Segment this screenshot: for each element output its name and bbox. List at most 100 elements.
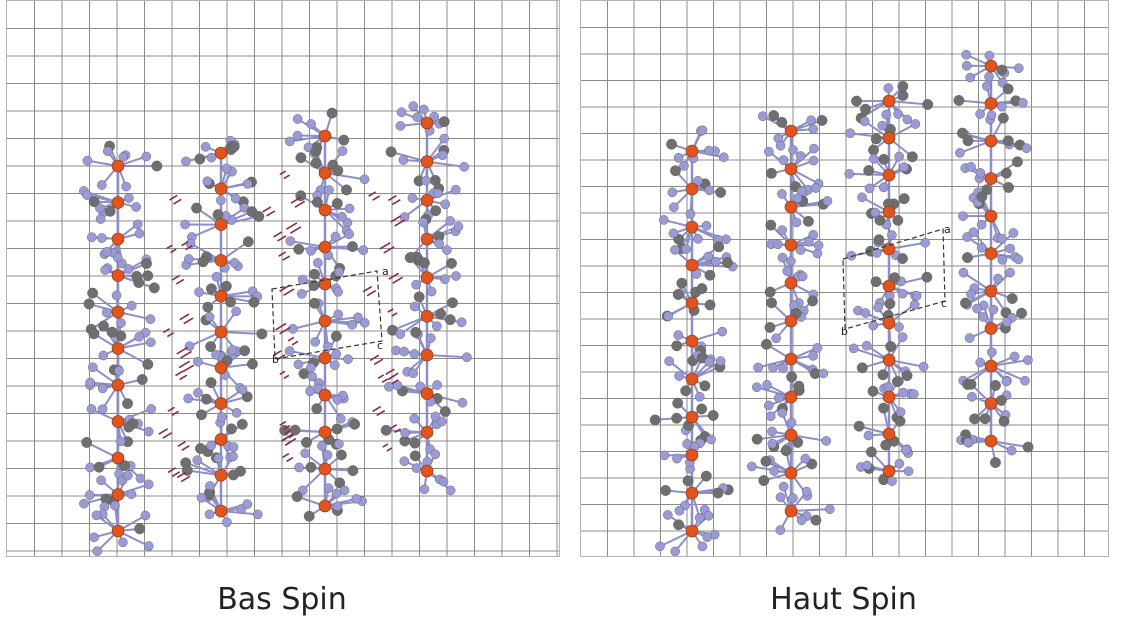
nitrogen-atom <box>323 483 334 493</box>
solvent-bond <box>377 374 385 379</box>
carbon-atom <box>998 415 1010 427</box>
nitrogen-atom <box>228 451 238 462</box>
carbon-atom <box>338 134 350 146</box>
nitrogen-atom <box>806 115 816 126</box>
iron-atom <box>111 451 125 465</box>
carbon-atom <box>242 236 254 248</box>
iron-atom <box>685 372 699 386</box>
nitrogen-atom <box>297 274 308 285</box>
nitrogen-atom <box>102 146 113 156</box>
nitrogen-atom <box>459 162 470 172</box>
iron-atom <box>420 155 434 168</box>
iron-atom <box>214 218 228 231</box>
nitrogen-atom <box>966 289 976 299</box>
nitrogen-atom <box>972 303 982 314</box>
nitrogen-atom <box>206 152 217 163</box>
nitrogen-atom <box>200 142 211 152</box>
carbon-atom <box>649 414 661 426</box>
nitrogen-atom <box>717 326 728 337</box>
nitrogen-atom <box>718 152 729 163</box>
nitrogen-atom <box>808 155 819 166</box>
solvent-bond <box>278 251 287 257</box>
carbon-atom <box>892 214 904 226</box>
solvent-bond <box>387 308 394 313</box>
nitrogen-atom <box>902 114 913 125</box>
solvent-bond <box>283 424 291 430</box>
iron-atom <box>784 352 798 366</box>
nitrogen-atom <box>391 345 401 356</box>
iron-atom <box>984 247 998 260</box>
nitrogen-atom <box>131 202 141 212</box>
carbon-atom <box>707 410 719 421</box>
nitrogen-atom <box>86 232 97 243</box>
nitrogen-atom <box>1005 267 1015 278</box>
nitrogen-atom <box>704 145 714 156</box>
carbon-atom <box>142 270 154 282</box>
nitrogen-atom <box>883 382 893 392</box>
carbon-atom <box>868 144 879 156</box>
carbon-atom <box>901 370 913 382</box>
carbon-atom <box>922 99 934 110</box>
nitrogen-atom <box>775 492 786 502</box>
bond <box>790 508 830 512</box>
solvent-bond <box>176 471 187 479</box>
nitrogen-atom <box>396 107 407 118</box>
carbon-atom <box>239 345 251 357</box>
nitrogen-atom <box>425 333 436 343</box>
carbon-atom <box>88 328 100 340</box>
carbon-atom <box>810 514 822 526</box>
iron-atom <box>984 97 998 110</box>
carbon-atom <box>301 436 312 448</box>
nitrogen-atom <box>791 217 802 228</box>
solvent-bond <box>390 424 398 430</box>
solvent-bond <box>162 432 173 439</box>
solvent-bond <box>390 215 402 223</box>
carbon-atom <box>136 374 148 385</box>
carbon-atom <box>768 110 780 122</box>
carbon-atom <box>891 376 903 387</box>
carbon-atom <box>205 377 217 388</box>
nitrogen-atom <box>968 227 979 237</box>
nitrogen-atom <box>795 245 806 255</box>
carbon-atom <box>335 449 347 461</box>
nitrogen-atom <box>782 266 793 276</box>
nitrogen-atom <box>398 155 409 165</box>
nitrogen-atom <box>674 371 684 381</box>
carbon-atom <box>671 412 683 424</box>
nitrogen-atom <box>122 470 133 481</box>
nitrogen-atom <box>451 271 461 281</box>
nitrogen-atom <box>778 481 789 492</box>
solvent-bond <box>177 441 186 447</box>
carbon-atom <box>194 153 206 165</box>
nitrogen-atom <box>984 50 995 61</box>
iron-atom <box>214 146 228 160</box>
nitrogen-atom <box>134 332 145 342</box>
carbon-atom <box>897 253 908 264</box>
carbon-atom <box>196 409 207 421</box>
solvent-bond <box>369 354 380 362</box>
nitrogen-atom <box>453 221 464 232</box>
carbon-atom <box>206 283 217 295</box>
nitrogen-atom <box>986 110 997 120</box>
solvent-bond <box>386 447 393 452</box>
nitrogen-atom <box>697 125 708 136</box>
nitrogen-atom <box>792 193 803 204</box>
solvent-bond <box>167 467 177 474</box>
iron-atom <box>784 390 798 404</box>
nitrogen-atom <box>795 151 806 161</box>
nitrogen-atom <box>437 150 448 161</box>
nitrogen-atom <box>975 109 985 119</box>
nitrogen-atom <box>667 187 678 198</box>
nitrogen-atom <box>897 332 908 342</box>
nitrogen-atom <box>893 109 903 119</box>
nitrogen-atom <box>123 264 134 274</box>
solvent-bond <box>284 429 291 435</box>
nitrogen-atom <box>97 404 108 414</box>
carbon-atom <box>751 433 763 445</box>
iron-atom <box>111 378 125 392</box>
nitrogen-atom <box>775 525 786 535</box>
carbon-atom <box>409 450 421 462</box>
carbon-atom <box>289 424 301 436</box>
nitrogen-atom <box>181 156 191 167</box>
